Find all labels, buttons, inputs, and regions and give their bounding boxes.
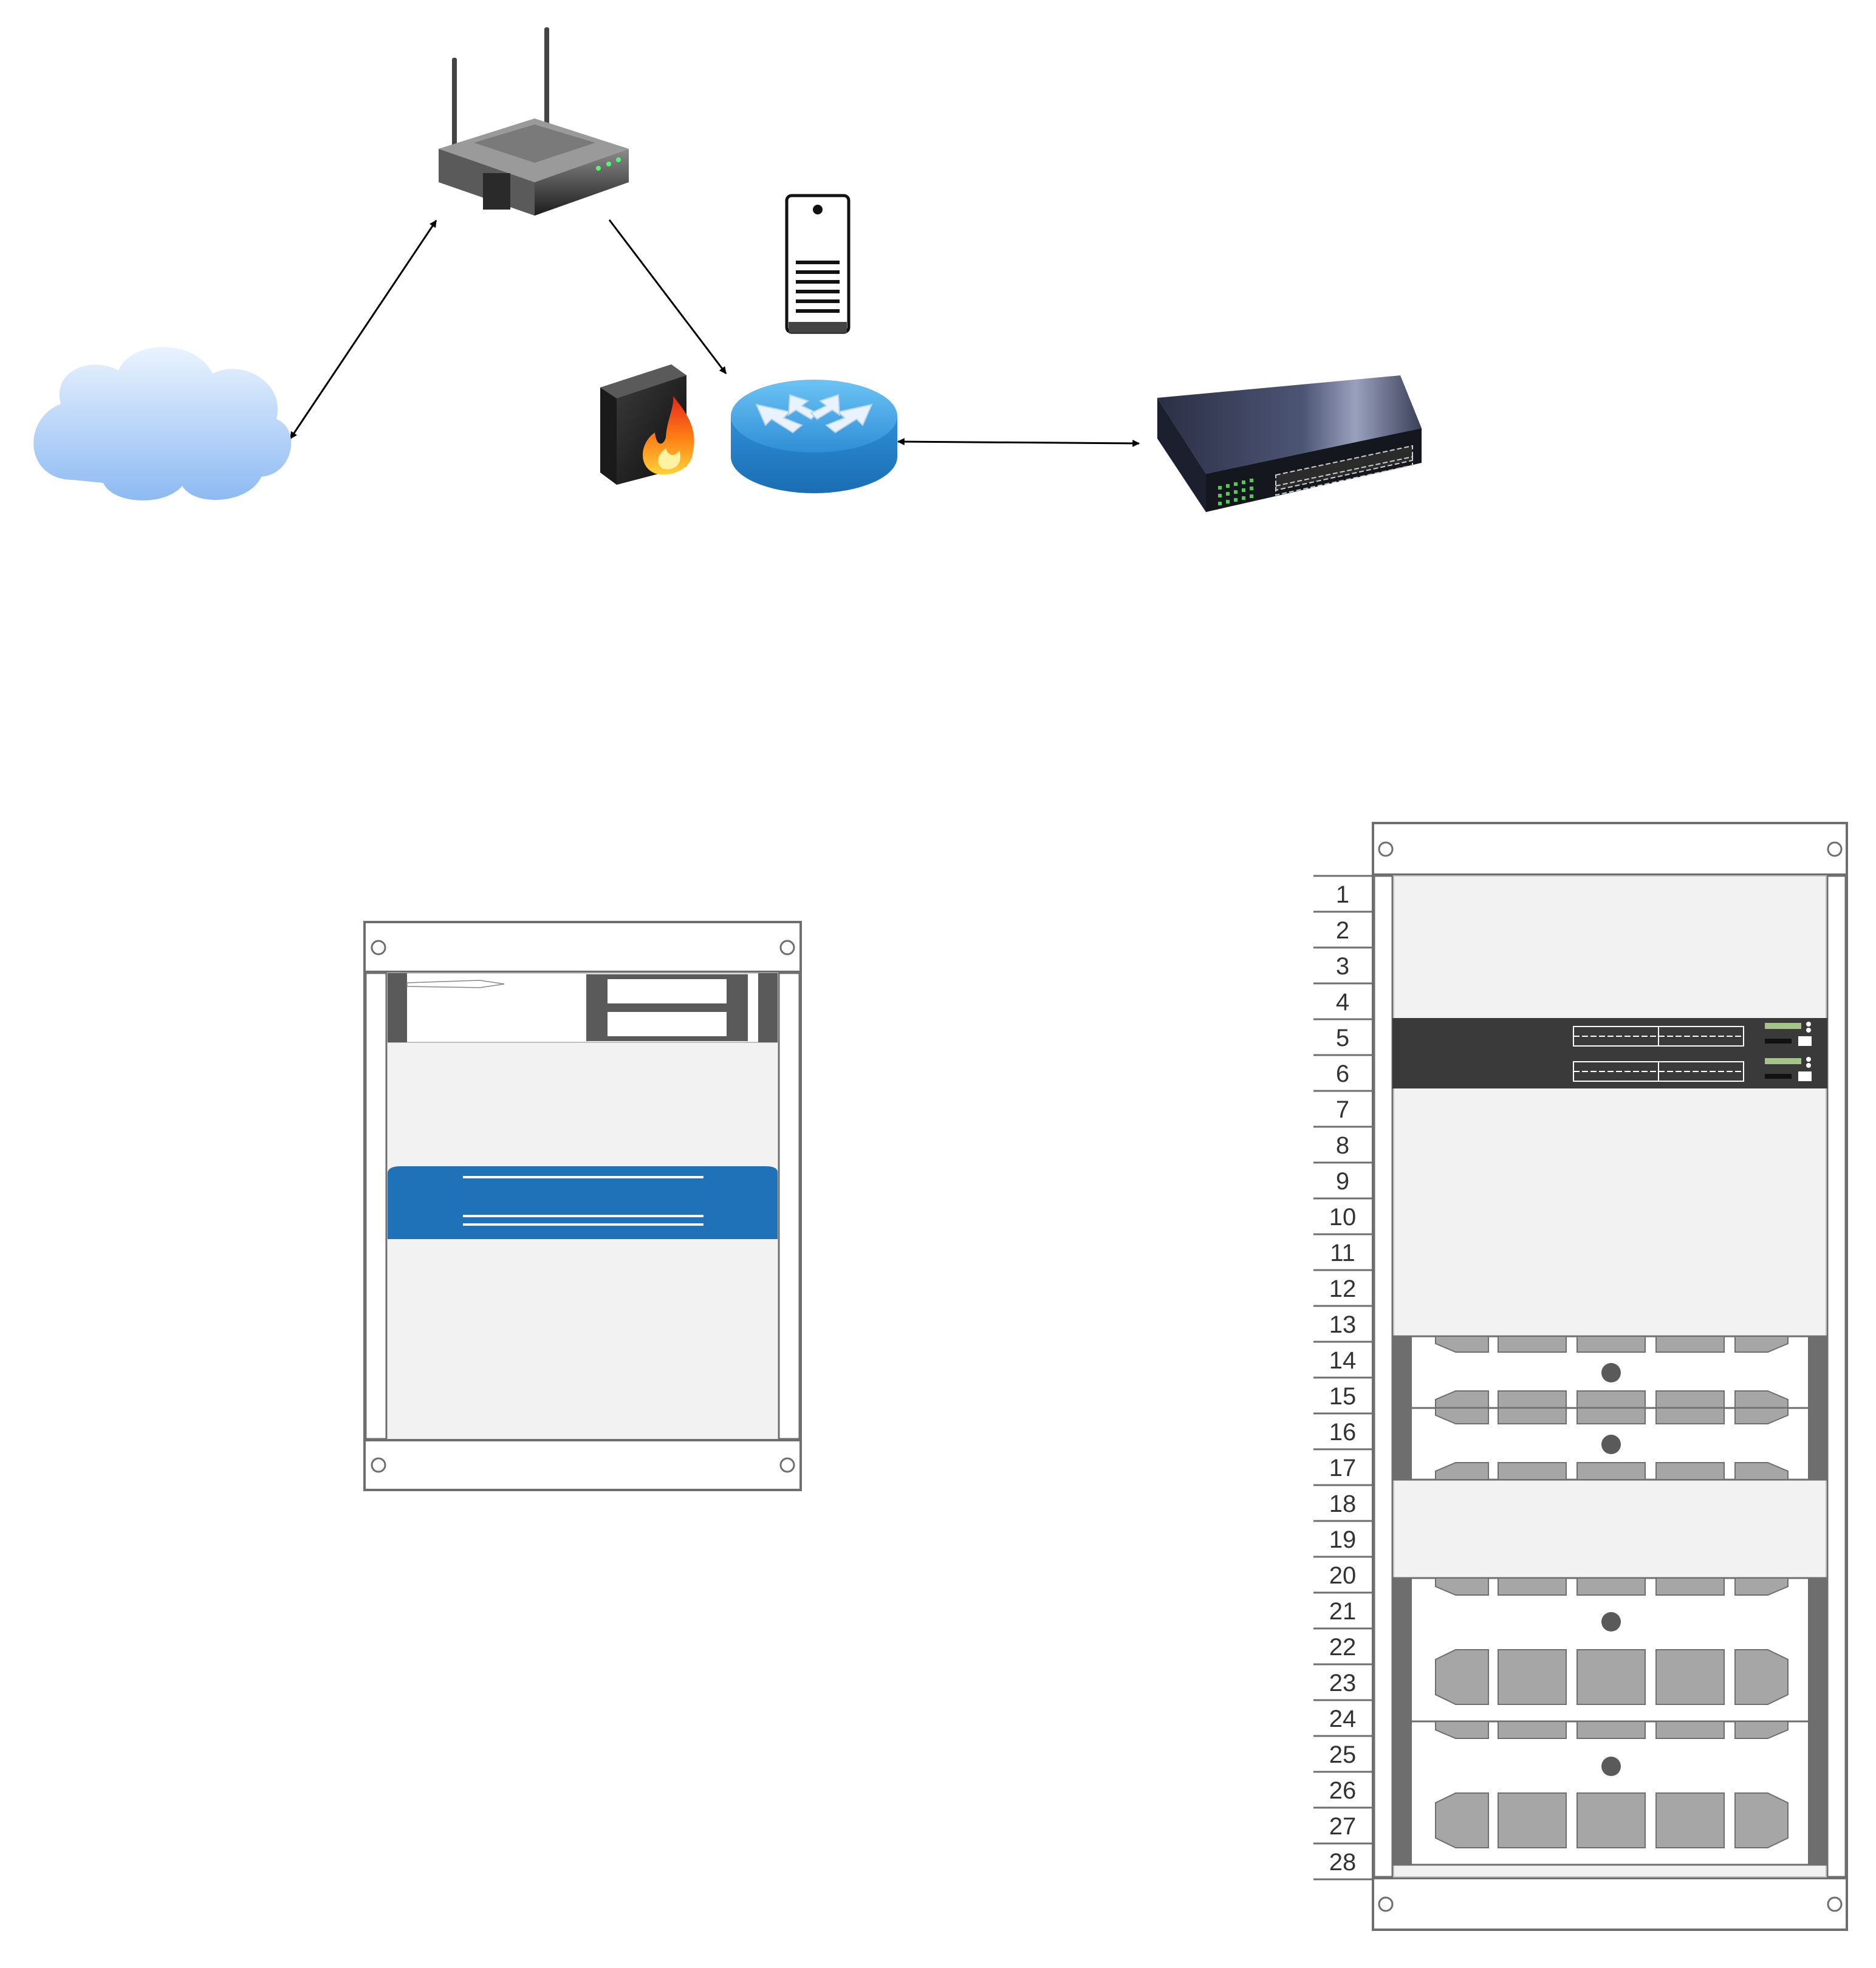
rack-unit-label: 5 — [1336, 1025, 1349, 1051]
rack-device-storage-2u[interactable] — [1392, 1407, 1827, 1481]
firewall-icon[interactable] — [600, 364, 694, 485]
tower-server-icon[interactable] — [785, 194, 851, 334]
rack-device-blue-appliance[interactable] — [388, 1166, 778, 1239]
rack-unit-label: 6 — [1336, 1061, 1349, 1087]
rack-unit-label: 27 — [1329, 1813, 1357, 1840]
rack-unit-label: 16 — [1329, 1419, 1357, 1446]
rack-unit-label: 15 — [1329, 1383, 1357, 1410]
rack-unit-label: 20 — [1329, 1562, 1357, 1589]
rack-unit-label: 11 — [1330, 1240, 1355, 1266]
rack-device-switch[interactable] — [1392, 1053, 1827, 1088]
rack-device-storage-2u[interactable] — [1392, 1335, 1827, 1409]
wireless-router-icon[interactable] — [439, 27, 629, 216]
rack-unit-label: 17 — [1329, 1455, 1357, 1481]
edge-router-switch[interactable] — [897, 438, 1140, 447]
rack-unit-label: 1 — [1336, 881, 1349, 908]
rack-unit-label: 18 — [1329, 1491, 1357, 1517]
rack-unit-label: 10 — [1329, 1204, 1357, 1231]
rack-unit-label: 23 — [1329, 1670, 1357, 1696]
router-icon[interactable] — [731, 380, 897, 493]
rack-unit-label: 24 — [1329, 1706, 1357, 1732]
rack-unit-label: 13 — [1329, 1311, 1357, 1338]
rack-unit-label: 8 — [1336, 1132, 1349, 1159]
cloud-icon[interactable] — [33, 347, 292, 501]
rack-unit-label: 14 — [1329, 1347, 1357, 1374]
rack-unit-label: 2 — [1336, 917, 1349, 944]
rack-unit-label: 9 — [1336, 1168, 1349, 1195]
network-switch-icon[interactable] — [1157, 375, 1422, 512]
rack-unit-label: 22 — [1329, 1634, 1357, 1661]
rack-small[interactable] — [363, 921, 802, 1491]
edge-cloud-wireless-router[interactable] — [289, 220, 437, 439]
rack-device-storage-4u[interactable] — [1392, 1720, 1827, 1866]
rack-device-storage-4u[interactable] — [1392, 1577, 1827, 1723]
rack-unit-label: 4 — [1336, 989, 1349, 1016]
rack-unit-label: 26 — [1329, 1777, 1357, 1804]
rack-unit-label: 7 — [1336, 1096, 1349, 1123]
rack-device-switch[interactable] — [1392, 1018, 1827, 1053]
rack-large[interactable]: 1234567891011121314151617181920212223242… — [1313, 822, 1848, 1931]
rack-unit-scale: 1234567891011121314151617181920212223242… — [1313, 875, 1372, 1881]
rack-unit-label: 25 — [1329, 1741, 1357, 1768]
rack-device-1u-server[interactable] — [387, 972, 778, 1043]
rack-unit-label: 12 — [1329, 1276, 1357, 1302]
edge-wireless-router-router[interactable] — [608, 219, 727, 374]
rack-unit-label: 21 — [1329, 1598, 1357, 1625]
rack-unit-label: 19 — [1329, 1526, 1357, 1553]
connectors — [289, 219, 1140, 447]
rack-unit-label: 3 — [1336, 953, 1349, 980]
rack-unit-label: 28 — [1329, 1849, 1357, 1876]
